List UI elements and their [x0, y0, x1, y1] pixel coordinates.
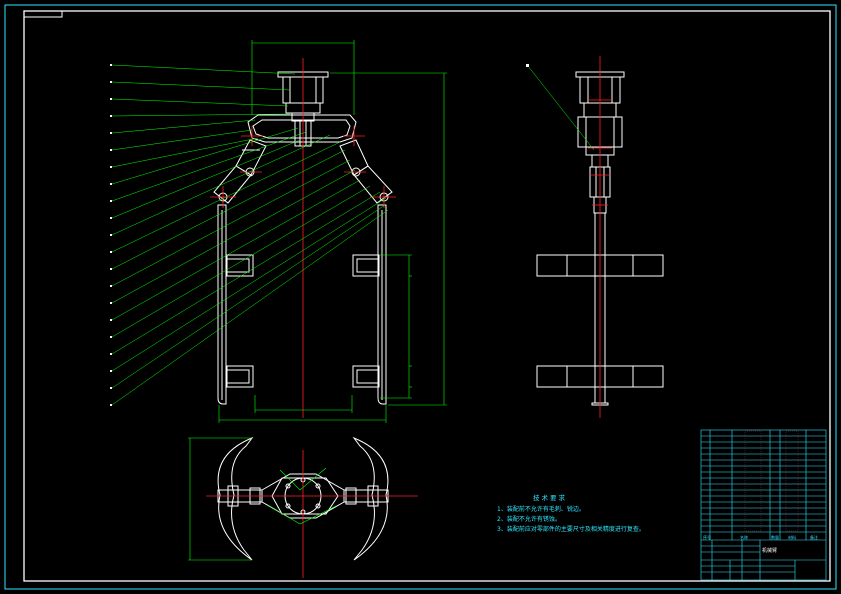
title-block — [700, 429, 827, 581]
top-view-centerlines — [206, 450, 418, 578]
sheet-corner-mark — [24, 11, 63, 18]
technical-note-3: 3、装配前应对零部件的主要尺寸及相关精度进行复查。 — [497, 526, 645, 533]
dimension-lines — [218, 40, 447, 423]
side-view-centerline — [588, 56, 612, 418]
part-leader-lines — [111, 64, 389, 406]
drawing-title: 机械臂 — [762, 548, 778, 554]
title-block-header-note: 备注 — [810, 535, 818, 540]
top-right-jaw — [352, 436, 389, 561]
front-view-centerlines — [210, 58, 396, 418]
title-block-fill-marks — [744, 430, 799, 532]
technical-note-2: 2、装配不允许有锈蚀。 — [497, 516, 561, 523]
left-finger — [217, 204, 227, 405]
title-block-header-name: 名称 — [740, 535, 748, 540]
title-block-header-material: 材料 — [788, 535, 796, 540]
title-block-header-index: 序号 — [703, 535, 711, 540]
left-lower-link — [213, 165, 252, 204]
sheet-outer-border — [4, 4, 837, 590]
top-view-dimensions — [188, 437, 337, 561]
technical-notes: 技术要求 1、装配前不允许有毛刺、锐边。 2、装配不允许有锈蚀。 3、装配前应对… — [497, 493, 697, 535]
part-leader-marks — [110, 64, 112, 406]
technical-notes-title: 技术要求 — [533, 494, 567, 502]
top-left-jaw — [217, 436, 254, 561]
technical-note-1: 1、装配前不允许有毛刺、锐边。 — [497, 506, 585, 513]
side-leader-line — [527, 65, 595, 151]
sheet-inner-border — [23, 10, 831, 582]
right-finger — [377, 204, 387, 405]
title-block-header-qty: 数量 — [771, 535, 779, 540]
